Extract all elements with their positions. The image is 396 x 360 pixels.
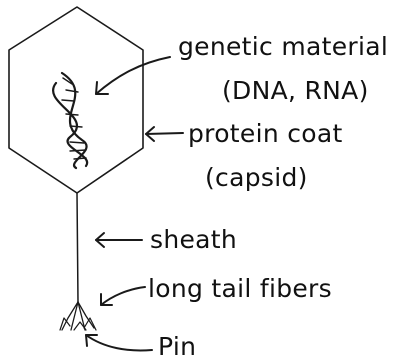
label-dna-rna: (DNA, RNA) bbox=[222, 76, 369, 105]
dna-helix-icon bbox=[53, 73, 87, 168]
label-capsid: (capsid) bbox=[205, 163, 308, 192]
label-pin: Pin bbox=[158, 332, 196, 360]
label-protein-coat: protein coat bbox=[188, 119, 343, 148]
label-sheath: sheath bbox=[150, 225, 237, 254]
tail-fibers bbox=[60, 302, 96, 330]
capsid-hexagon bbox=[9, 7, 143, 193]
arrow-pin bbox=[86, 335, 152, 350]
arrow-sheath bbox=[96, 233, 142, 247]
arrow-tail-fibers bbox=[101, 287, 145, 305]
label-genetic-material: genetic material bbox=[178, 32, 388, 61]
label-long-tail-fibers: long tail fibers bbox=[148, 274, 332, 303]
arrow-protein-coat bbox=[146, 127, 183, 141]
arrow-genetic-material bbox=[96, 57, 170, 94]
tail-sheath bbox=[77, 193, 78, 302]
